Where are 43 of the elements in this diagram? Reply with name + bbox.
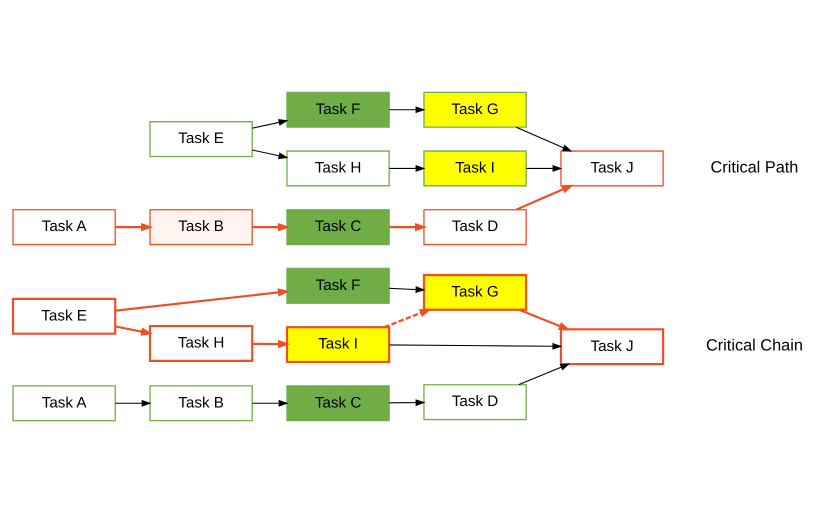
node-box: Task G [423, 92, 527, 128]
arrow [389, 165, 426, 172]
arrow [389, 106, 426, 114]
arrow [519, 308, 571, 330]
arrow [252, 400, 288, 407]
arrow [384, 308, 432, 328]
label: Critical Chain [706, 336, 803, 355]
arrow [389, 399, 426, 406]
arrow [518, 364, 570, 386]
arrow [252, 222, 290, 232]
node-box: Task J [560, 328, 664, 366]
arrow [115, 222, 154, 232]
node-box: Task H [286, 150, 390, 186]
arrow [389, 222, 428, 232]
node-box: Task G [422, 274, 528, 311]
node-box: Task J [560, 150, 664, 186]
arrow [526, 165, 562, 172]
node-box: Task H [148, 324, 254, 362]
arrow [389, 342, 562, 350]
node-box: Task F [286, 92, 390, 128]
node-box: Task D [423, 384, 527, 420]
node-box: Task I [286, 326, 390, 364]
node-box: Task A [12, 385, 116, 422]
node-box: Task I [423, 150, 527, 186]
arrow [115, 288, 290, 312]
node-box: Task B [149, 209, 253, 246]
arrow [115, 325, 153, 336]
arrow [252, 340, 290, 348]
arrow [252, 119, 288, 129]
arrow [115, 400, 152, 407]
node-box: Task F [286, 268, 390, 304]
node-box: Task E [12, 298, 116, 335]
arrow [389, 286, 426, 293]
node-box: Task B [149, 385, 253, 422]
node-box: Task C [286, 209, 390, 246]
arrow [516, 126, 572, 152]
node-box: Task E [149, 121, 253, 158]
node-box: Task A [12, 209, 116, 246]
arrow [252, 149, 288, 160]
node-box: Task C [286, 385, 390, 422]
arrow [516, 184, 574, 211]
label: Critical Path [710, 158, 798, 176]
node-box: Task D [423, 209, 527, 246]
